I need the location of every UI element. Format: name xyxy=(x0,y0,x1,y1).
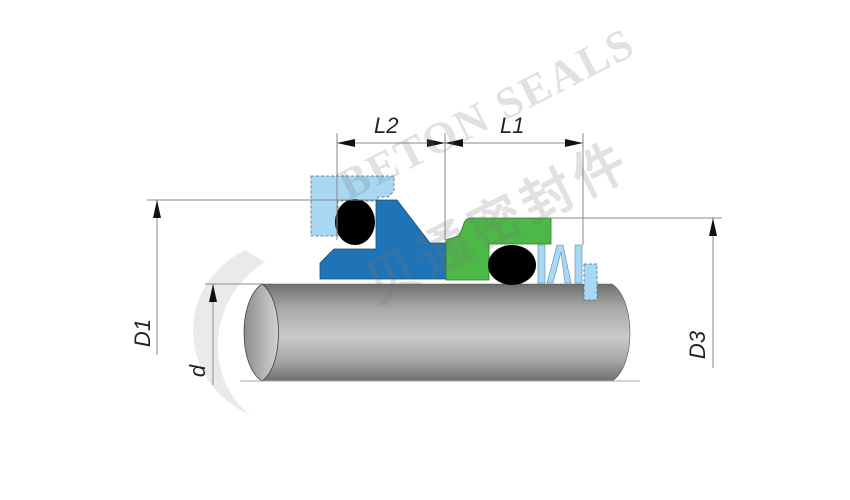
stationary-seat xyxy=(310,175,395,237)
label-d: d xyxy=(185,364,211,378)
label-d3: D3 xyxy=(685,330,711,360)
shaft xyxy=(240,283,640,382)
seal-head xyxy=(445,217,552,281)
spring xyxy=(537,244,583,284)
rotary-face xyxy=(319,199,447,280)
label-d1: D1 xyxy=(130,318,156,348)
retainer xyxy=(583,263,598,301)
label-l1: L1 xyxy=(500,113,525,138)
dimension-lines xyxy=(147,133,722,385)
bellows-o-ring xyxy=(488,245,536,285)
seat-o-ring xyxy=(335,199,375,245)
arrowheads xyxy=(153,139,717,302)
watermark-logo xyxy=(193,250,265,415)
label-l2: L2 xyxy=(374,113,399,138)
